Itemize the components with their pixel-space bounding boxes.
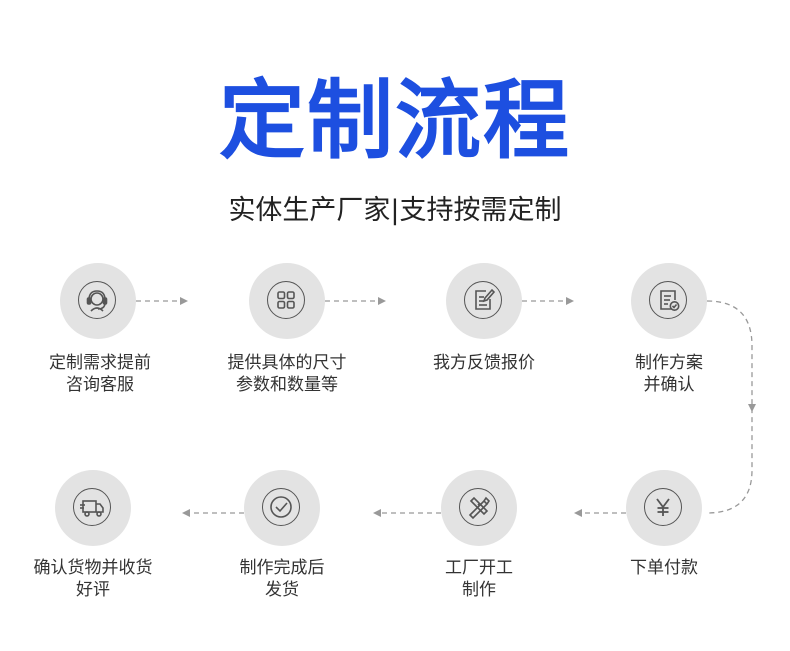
step-7-circle bbox=[244, 470, 320, 546]
yen-icon bbox=[644, 488, 682, 526]
arrow-head-5 bbox=[574, 509, 582, 517]
step-7-label-line2: 发货 bbox=[265, 580, 299, 600]
edit-document-icon bbox=[464, 281, 502, 319]
step-8-label: 确认货物并收货 好评 bbox=[0, 557, 193, 601]
page-subtitle: 实体生产厂家|支持按需定制 bbox=[228, 195, 562, 226]
step-7-label-line1: 制作完成后 bbox=[239, 558, 325, 578]
step-3-circle bbox=[446, 263, 522, 339]
document-check-icon bbox=[649, 281, 687, 319]
step-4-label-line1: 制作方案 bbox=[635, 353, 703, 373]
step-6-label-line1: 工厂开工 bbox=[445, 558, 513, 578]
step-1-label-line2: 咨询客服 bbox=[66, 375, 134, 395]
step-1-label-line1: 定制需求提前 bbox=[49, 353, 151, 373]
step-1-label: 定制需求提前 咨询客服 bbox=[0, 352, 200, 396]
delivery-truck-icon bbox=[73, 488, 111, 526]
step-2-label-line1: 提供具体的尺寸 bbox=[227, 353, 347, 373]
arrow-head-6 bbox=[373, 509, 381, 517]
step-2-label: 提供具体的尺寸 参数和数量等 bbox=[187, 352, 387, 396]
step-4-label: 制作方案 并确认 bbox=[569, 352, 769, 396]
step-6-circle bbox=[441, 470, 517, 546]
step-5-label: 下单付款 bbox=[564, 557, 764, 579]
step-8-label-line1: 确认货物并收货 bbox=[33, 558, 153, 578]
step-2-circle bbox=[249, 263, 325, 339]
connector-4-5 bbox=[706, 300, 753, 514]
step-5-label-line1: 下单付款 bbox=[630, 558, 698, 578]
step-1-circle bbox=[60, 263, 136, 339]
step-3-label: 我方反馈报价 bbox=[384, 352, 584, 374]
step-8-label-line2: 好评 bbox=[76, 580, 110, 600]
check-circle-icon bbox=[262, 488, 300, 526]
step-6-label: 工厂开工 制作 bbox=[379, 557, 579, 601]
arrow-head-4 bbox=[748, 404, 756, 412]
step-5-circle bbox=[626, 470, 702, 546]
arrow-head-7 bbox=[182, 509, 190, 517]
tools-icon bbox=[459, 488, 497, 526]
page-title: 定制流程 bbox=[219, 71, 571, 171]
step-4-label-line2: 并确认 bbox=[643, 375, 695, 395]
step-7-label: 制作完成后 发货 bbox=[182, 557, 382, 601]
step-2-label-line2: 参数和数量等 bbox=[236, 375, 338, 395]
step-4-circle bbox=[631, 263, 707, 339]
arrow-head-2 bbox=[378, 297, 386, 305]
arrow-head-3 bbox=[566, 297, 574, 305]
grid-apps-icon bbox=[267, 281, 305, 319]
arrow-head-1 bbox=[180, 297, 188, 305]
step-3-label-line1: 我方反馈报价 bbox=[433, 353, 535, 373]
step-6-label-line2: 制作 bbox=[462, 580, 496, 600]
customer-service-headset-icon bbox=[78, 281, 116, 319]
step-8-circle bbox=[55, 470, 131, 546]
